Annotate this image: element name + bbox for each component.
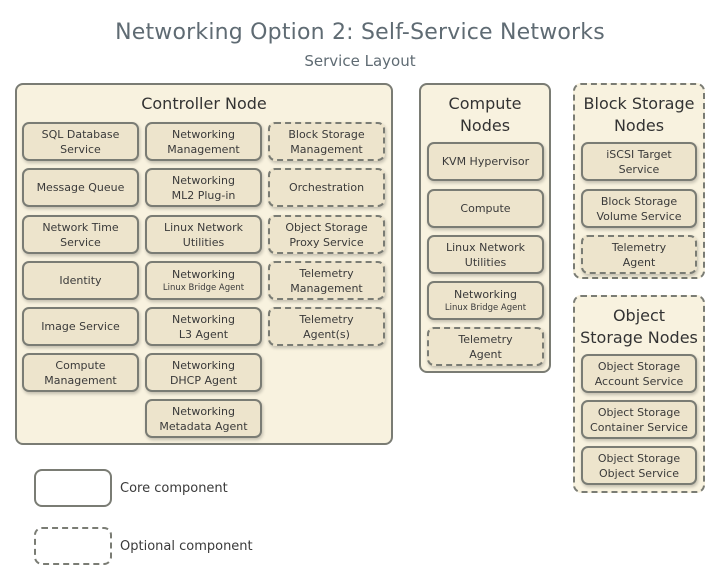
component-networking-metadata-agent-line: Networking xyxy=(172,404,235,418)
component-compute-management-line: Management xyxy=(44,373,117,387)
diagram-title: Networking Option 2: Self-Service Networ… xyxy=(115,20,605,45)
component-message-queue: Message Queue xyxy=(22,168,139,207)
component-networking-linux-bridge-agent-line: Networking xyxy=(172,268,235,281)
legend-optional-label: Optional component xyxy=(120,539,253,554)
component-networking-l3-agent-line: Networking xyxy=(172,312,235,326)
component-linux-network-utilities-line: Linux Network xyxy=(163,220,244,234)
compute-component-networking-linux-bridge-agent-line: Linux Bridge Agent xyxy=(444,303,527,313)
compute-nodes: Compute Nodes xyxy=(419,83,551,373)
component-networking-dhcp-agent-line: DHCP Agent xyxy=(169,373,238,387)
compute-component-linux-network-utilities-line: Linux Network xyxy=(445,240,526,254)
component-telemetry-agent-s-line: Agent(s) xyxy=(303,327,350,341)
component-sql-database-service-line: Service xyxy=(60,142,101,156)
component-object-storage-proxy-service-line: Proxy Service xyxy=(289,235,364,249)
compute-component-kvm-hypervisor-line: KVM Hypervisor xyxy=(441,155,530,168)
block-component-iscsi-target-service-line: iSCSI Target xyxy=(606,147,672,161)
component-telemetry-management-line: Management xyxy=(290,281,363,295)
compute-component-linux-network-utilities-line: Utilities xyxy=(464,255,507,269)
block-component-telemetry-agent-line: Telemetry xyxy=(611,240,667,254)
legend-core-swatch xyxy=(34,469,112,507)
object-component-object-storage-account-service-line: Account Service xyxy=(594,374,684,388)
component-networking-management-line: Networking xyxy=(172,127,235,141)
object-storage-nodes-title: Object Storage Nodes xyxy=(580,306,698,347)
compute-component-kvm-hypervisor: KVM Hypervisor xyxy=(427,142,544,181)
component-networking-linux-bridge-agent-line: Linux Bridge Agent xyxy=(162,283,245,293)
object-component-object-storage-container-service-line: Container Service xyxy=(590,420,688,434)
component-block-storage-management-line: Management xyxy=(290,142,363,156)
component-orchestration: Orchestration xyxy=(268,168,385,207)
object-component-object-storage-object-service-line: Object Service xyxy=(599,466,679,480)
compute-component-compute: Compute xyxy=(427,189,544,228)
component-compute-management-line: Compute xyxy=(55,358,106,372)
diagram-subtitle: Service Layout xyxy=(304,52,416,70)
compute-component-compute-line: Compute xyxy=(460,202,511,215)
legend-core-label: Core component xyxy=(120,481,228,496)
controller-node-title: Controller Node xyxy=(141,94,267,113)
component-linux-network-utilities-line: Utilities xyxy=(182,235,225,249)
compute-nodes-title: Compute Nodes xyxy=(448,94,522,135)
component-telemetry-agent-s-line: Telemetry xyxy=(299,312,354,326)
block-component-iscsi-target-service-line: Service xyxy=(618,162,660,176)
component-networking-metadata-agent-line: Metadata Agent xyxy=(159,419,248,433)
object-component-object-storage-object-service-line: Object Storage xyxy=(597,451,681,465)
object-component-object-storage-container-service-line: Object Storage xyxy=(597,405,681,419)
component-image-service-line: Image Service xyxy=(41,320,120,333)
component-network-time-service-line: Network Time xyxy=(42,220,119,234)
component-identity: Identity xyxy=(22,261,139,300)
component-networking-dhcp-agent-line: Networking xyxy=(172,358,235,372)
block-storage-nodes-title: Block Storage Nodes xyxy=(583,94,695,135)
component-image-service: Image Service xyxy=(22,307,139,346)
block-component-block-storage-volume-service-line: Block Storage xyxy=(600,194,678,208)
block-component-telemetry-agent-line: Agent xyxy=(622,255,656,269)
component-network-time-service-line: Service xyxy=(60,235,101,249)
component-networking-ml2-plug-in-line: Networking xyxy=(172,173,235,187)
legend-optional-swatch xyxy=(34,527,112,565)
component-telemetry-management-line: Telemetry xyxy=(299,266,354,280)
component-networking-management-line: Management xyxy=(167,142,240,156)
compute-component-networking-linux-bridge-agent-line: Networking xyxy=(454,288,517,301)
component-networking-ml2-plug-in-line: ML2 Plug-in xyxy=(171,188,236,202)
compute-component-telemetry-agent-line: Agent xyxy=(469,347,502,361)
component-networking-l3-agent-line: L3 Agent xyxy=(178,327,229,341)
component-object-storage-proxy-service-line: Object Storage xyxy=(285,220,368,234)
component-block-storage-management-line: Block Storage xyxy=(288,127,365,141)
object-component-object-storage-account-service-line: Object Storage xyxy=(597,359,681,373)
component-message-queue-line: Message Queue xyxy=(36,181,125,194)
block-component-block-storage-volume-service-line: Volume Service xyxy=(596,209,682,223)
component-sql-database-service-line: SQL Database xyxy=(41,127,120,141)
compute-component-telemetry-agent-line: Telemetry xyxy=(458,332,513,346)
component-orchestration-line: Orchestration xyxy=(288,181,365,194)
component-identity-line: Identity xyxy=(59,274,102,287)
